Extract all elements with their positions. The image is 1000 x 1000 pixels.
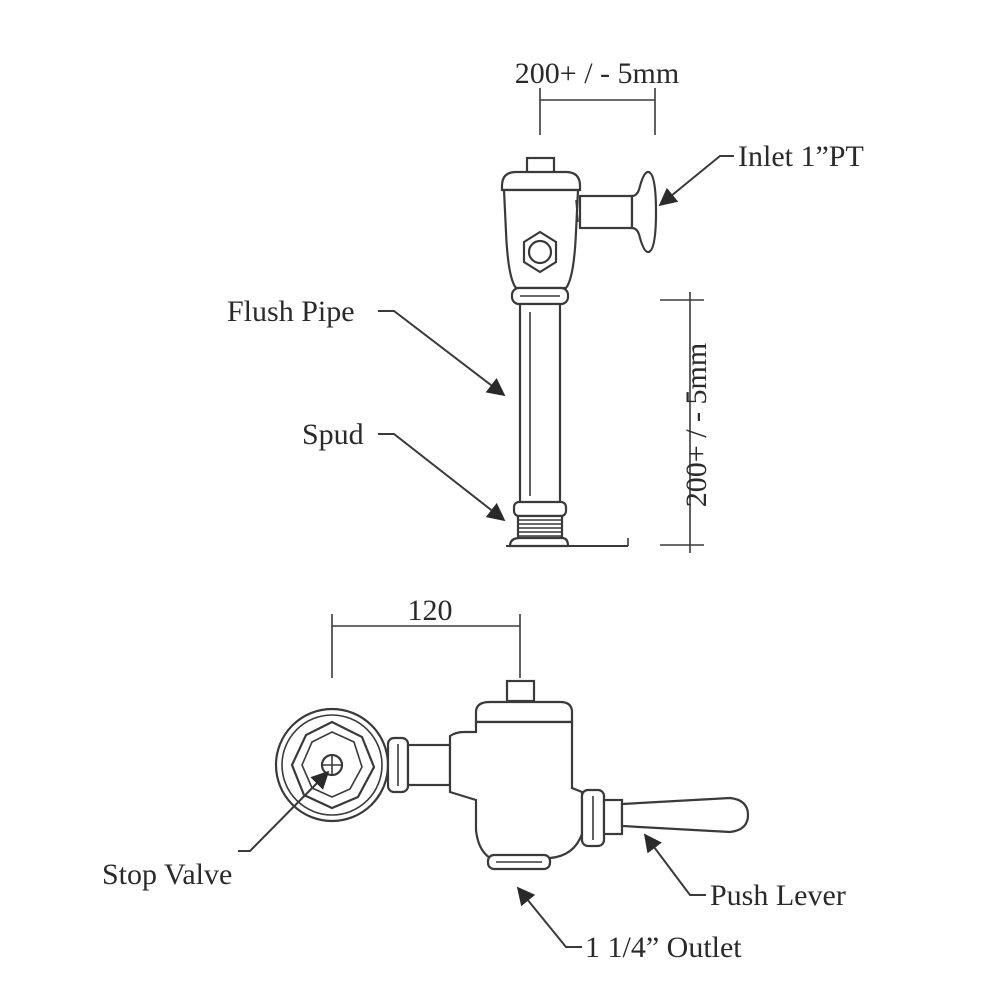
dimension-label-bottom: 120 xyxy=(408,594,453,627)
callout-stop-valve: Stop Valve xyxy=(102,770,330,891)
stop-valve xyxy=(274,707,390,823)
label-push-lever: Push Lever xyxy=(710,879,846,912)
label-outlet: 1 1/4” Outlet xyxy=(585,931,742,964)
dimension-vertical-top: 200+ / - 5mm xyxy=(660,292,713,553)
top-view: 200+ / - 5mm xyxy=(227,57,864,553)
valve-body-side xyxy=(500,156,582,306)
callout-spud: Spud xyxy=(302,418,506,522)
push-lever xyxy=(580,788,750,848)
dimension-label-vertical: 200+ / - 5mm xyxy=(680,343,713,507)
inlet-pipe xyxy=(578,170,658,254)
callout-flush-pipe: Flush Pipe xyxy=(227,295,506,397)
flush-pipe xyxy=(512,302,568,518)
callout-outlet: 1 1/4” Outlet xyxy=(516,886,742,964)
spud xyxy=(506,514,629,548)
dimension-label-top: 200+ / - 5mm xyxy=(515,57,679,90)
label-inlet: Inlet 1”PT xyxy=(738,140,864,173)
dimension-horizontal-bottom: 120 xyxy=(331,594,521,678)
valve-body-top xyxy=(448,679,584,871)
label-flush-pipe: Flush Pipe xyxy=(227,295,355,328)
label-spud: Spud xyxy=(302,418,364,451)
bottom-view: 120 xyxy=(102,594,846,964)
dimension-horizontal-top: 200+ / - 5mm xyxy=(515,57,679,135)
callout-inlet: Inlet 1”PT xyxy=(658,140,864,207)
inlet-connector xyxy=(386,736,452,794)
label-stop-valve: Stop Valve xyxy=(102,858,232,891)
callout-push-lever: Push Lever xyxy=(643,833,846,912)
